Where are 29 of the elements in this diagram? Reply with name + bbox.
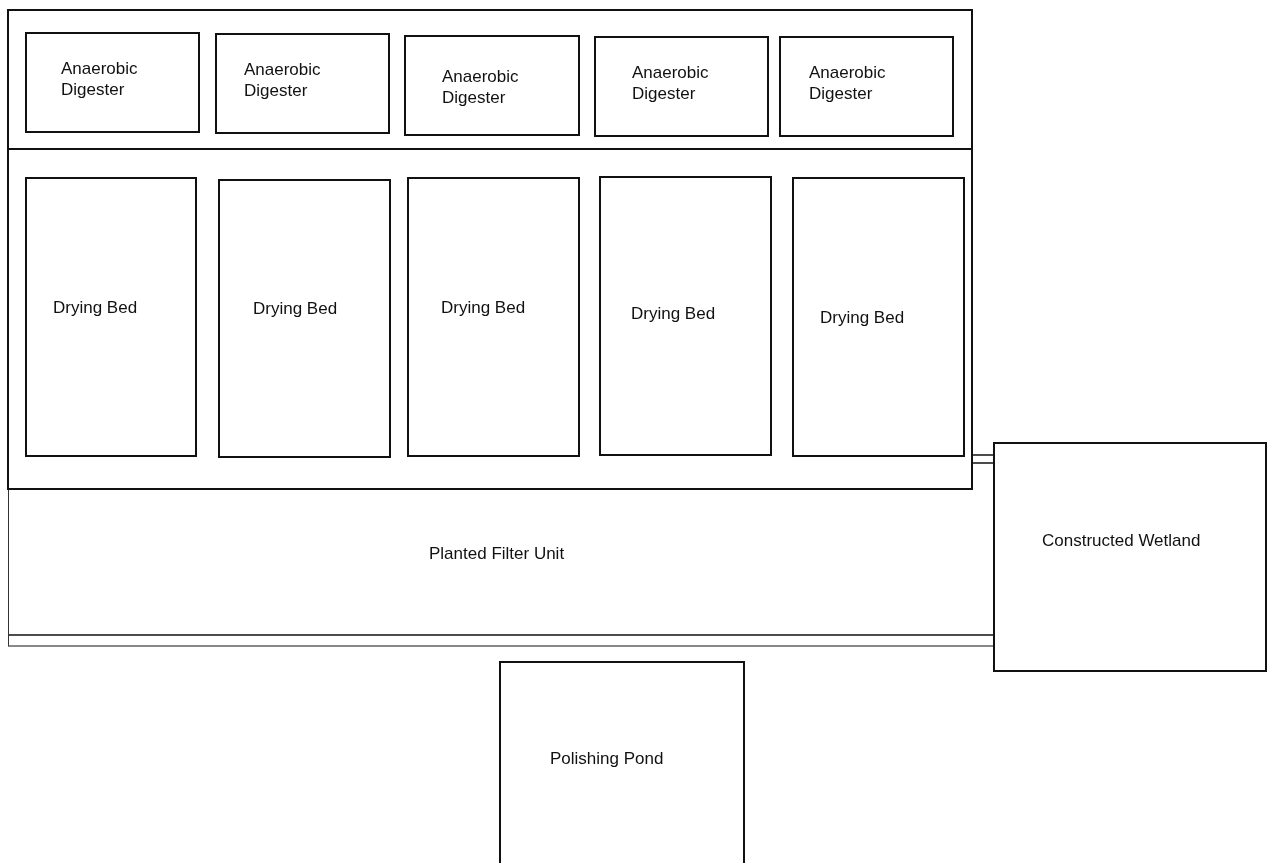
unit-label: Drying Bed — [820, 307, 906, 328]
drying-bed-box — [25, 177, 197, 457]
digester-box — [779, 36, 954, 137]
drying-bed-box — [599, 176, 772, 456]
digester-box — [25, 32, 200, 133]
unit-label: Anaerobic Digester — [809, 62, 887, 104]
pipe-connector — [972, 454, 994, 464]
digester-box — [594, 36, 769, 137]
wetland-box — [993, 442, 1267, 672]
unit-label: Anaerobic Digester — [442, 66, 520, 108]
unit-label: Constructed Wetland — [1042, 530, 1202, 551]
drying-bed-box — [407, 177, 580, 457]
unit-label: Drying Bed — [441, 297, 527, 318]
digester-box — [215, 33, 390, 134]
site-boundary-box — [7, 148, 973, 490]
unit-label: Anaerobic Digester — [244, 59, 322, 101]
unit-label: Anaerobic Digester — [61, 58, 139, 100]
drying-bed-box — [792, 177, 965, 457]
unit-label: Anaerobic Digester — [632, 62, 710, 104]
pond-box — [499, 661, 745, 863]
unit-label: Drying Bed — [53, 297, 139, 318]
digester-box — [404, 35, 580, 136]
unit-label: Drying Bed — [253, 298, 339, 319]
site-boundary-box — [7, 9, 973, 150]
unit-label: Drying Bed — [631, 303, 717, 324]
drying-bed-box — [218, 179, 391, 458]
unit-label: Polishing Pond — [550, 748, 665, 769]
planted-filter-area — [8, 490, 993, 647]
unit-label: Planted Filter Unit — [429, 543, 566, 564]
